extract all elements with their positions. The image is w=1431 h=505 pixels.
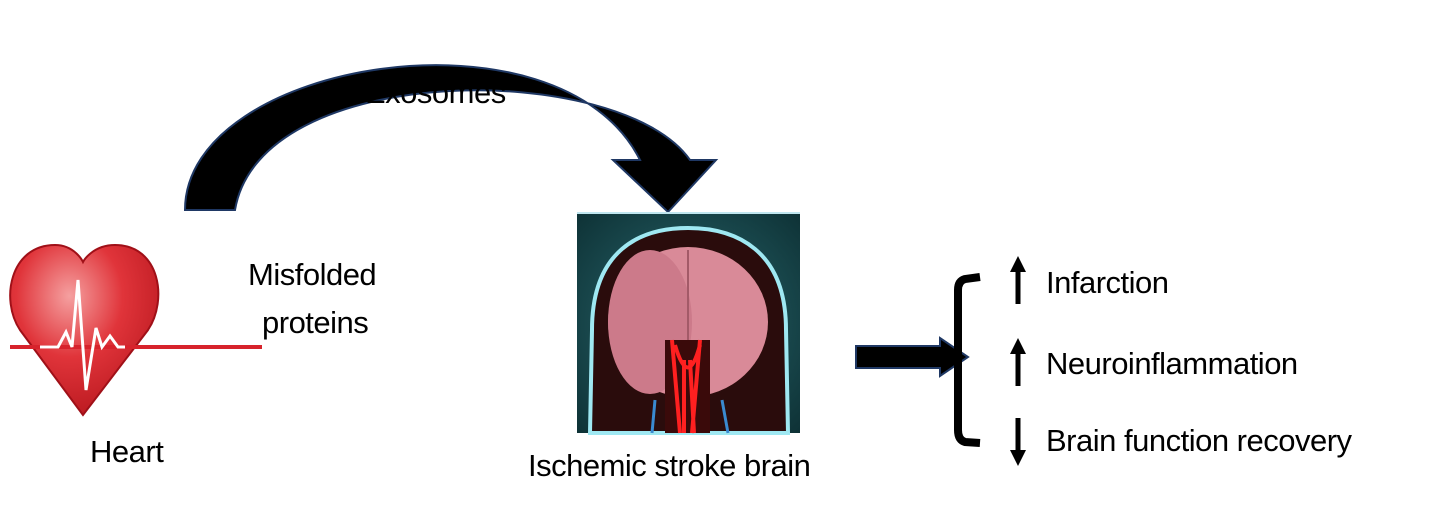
heart-icon	[9, 243, 262, 417]
brain-image	[577, 212, 800, 435]
exosomes-label: Exosomes	[365, 75, 506, 110]
brain-label: Ischemic stroke brain	[528, 448, 811, 483]
outcome-neuroinflammation: Neuroinflammation	[1046, 346, 1298, 381]
proteins-label: proteins	[262, 305, 369, 340]
arrow-down-icon	[1010, 418, 1026, 466]
heart-label: Heart	[90, 434, 164, 469]
misfolded-label: Misfolded	[248, 257, 377, 292]
arrow-up-icon	[1010, 256, 1026, 304]
outcome-brain-function-recovery: Brain function recovery	[1046, 423, 1352, 458]
outcome-infarction: Infarction	[1046, 265, 1169, 300]
arrow-up-icon	[1010, 338, 1026, 386]
bracket-icon	[954, 273, 981, 447]
right-arrow-icon	[855, 336, 970, 378]
